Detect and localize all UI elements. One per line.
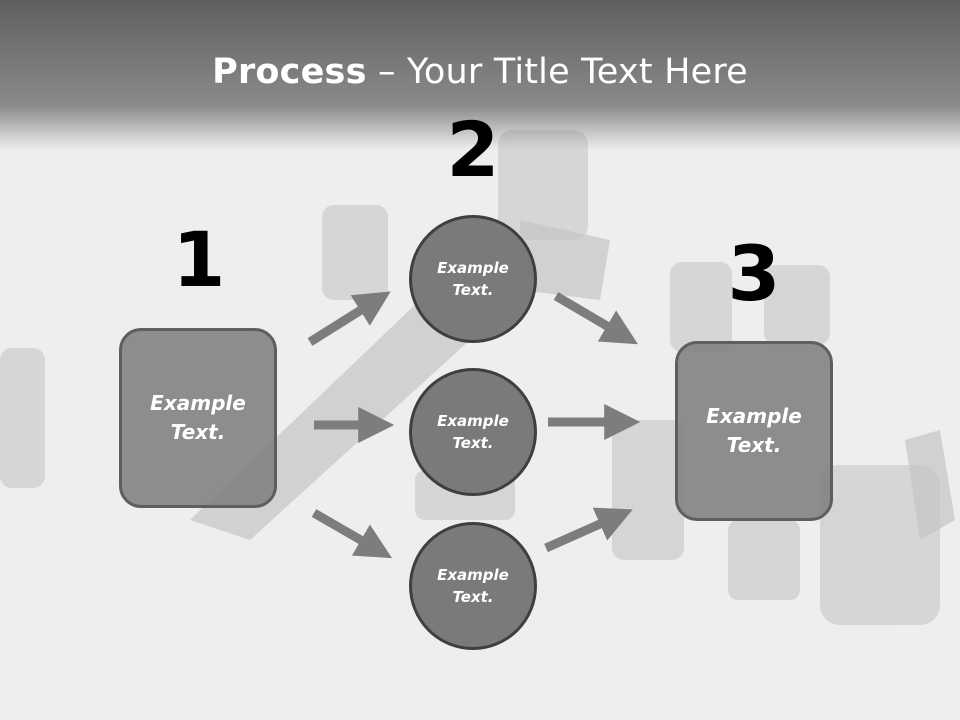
title-bar — [0, 0, 960, 150]
circle-3-label: Example Text. — [437, 565, 509, 607]
left-text-box: Example Text. — [119, 328, 277, 508]
left-box-label: Example Text. — [150, 391, 246, 444]
title-rest: – Your Title Text Here — [366, 52, 748, 92]
arrow-circle1-to-box3 — [553, 292, 638, 345]
process-circle-1: Example Text. — [409, 215, 537, 343]
arrow-circle3-to-box3 — [544, 507, 633, 553]
step-number-1: 1 — [172, 215, 226, 304]
arrow-box1-to-circle3 — [311, 509, 393, 559]
right-box-label: Example Text. — [706, 404, 802, 457]
arrow-box1-to-circle1 — [307, 291, 391, 346]
page-title: Process – Your Title Text Here — [0, 52, 960, 92]
process-circle-3: Example Text. — [409, 522, 537, 650]
process-circle-2: Example Text. — [409, 368, 537, 496]
circle-2-label: Example Text. — [437, 411, 509, 453]
right-text-box: Example Text. — [675, 341, 833, 521]
step-number-2: 2 — [446, 105, 500, 194]
circle-1-label: Example Text. — [437, 258, 509, 300]
step-number-3: 3 — [727, 229, 781, 318]
title-bold: Process — [212, 52, 367, 92]
